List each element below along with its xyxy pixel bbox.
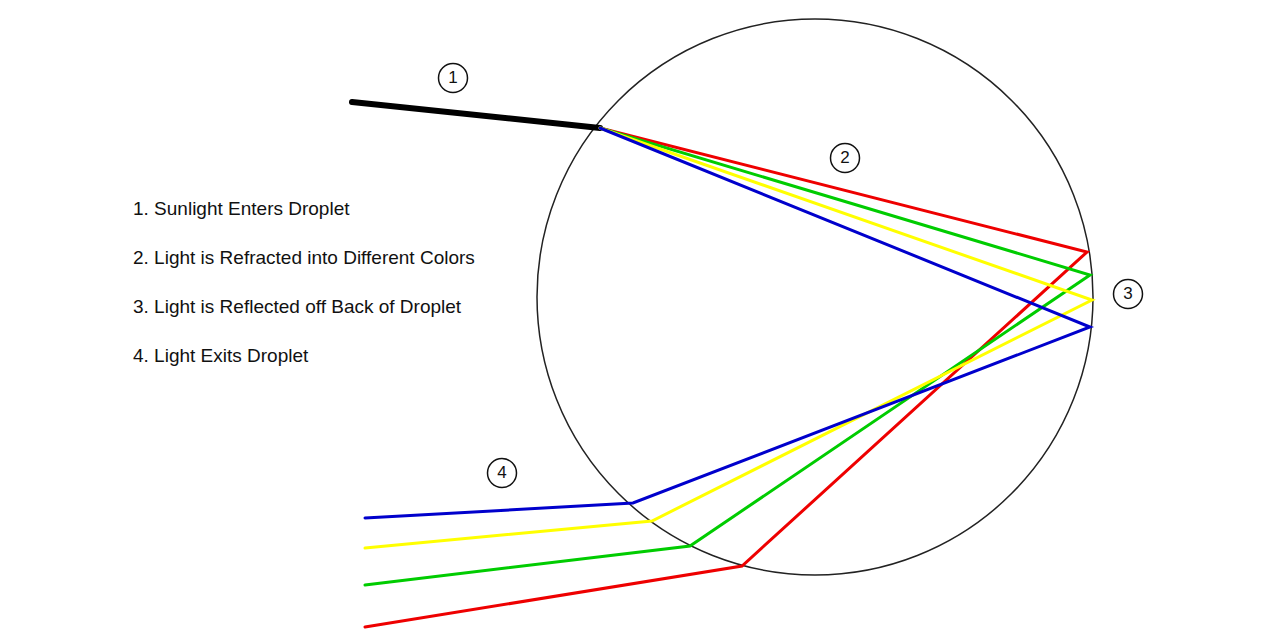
callout-ring (1114, 280, 1143, 309)
callout-circle: 4 (486, 457, 518, 489)
callout-circle: 2 (829, 142, 861, 174)
callout-number: 3 (1123, 284, 1132, 304)
callout-number: 4 (497, 463, 506, 483)
water-droplet (537, 19, 1093, 575)
callout-ring (831, 144, 860, 173)
yellow-ray (365, 128, 1092, 548)
callout-ring (488, 459, 517, 488)
callout-circle: 3 (1112, 278, 1144, 310)
step-description: 4. Light Exits Droplet (133, 345, 308, 367)
callout-ring (439, 64, 468, 93)
light-rays (352, 102, 1092, 627)
callout-circle: 1 (437, 62, 469, 94)
sunlight-ray (352, 102, 600, 128)
step-description: 3. Light is Reflected off Back of Drople… (133, 296, 461, 318)
blue-ray (365, 128, 1090, 518)
callout-number: 1 (448, 68, 457, 88)
callout-number: 2 (840, 148, 849, 168)
step-description: 2. Light is Refracted into Different Col… (133, 247, 475, 269)
red-ray (365, 128, 1087, 627)
step-description: 1. Sunlight Enters Droplet (133, 198, 350, 220)
